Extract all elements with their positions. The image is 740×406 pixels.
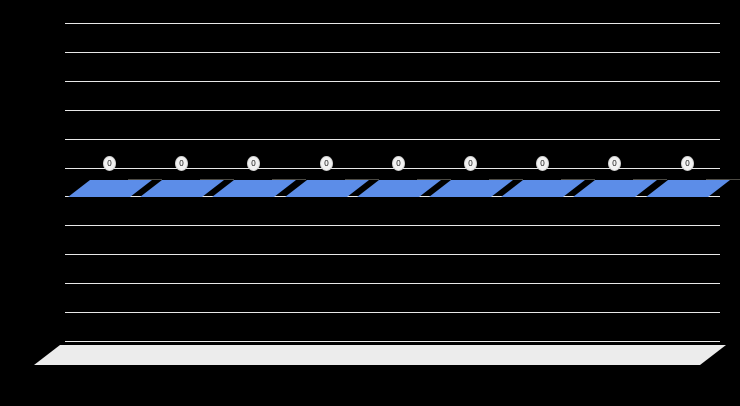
bar-data-label: 0 [176, 157, 187, 170]
bar-depth-edge [633, 179, 667, 180]
bar-data-label: 0 [393, 157, 404, 170]
bar-data-label: 0 [465, 157, 476, 170]
bar-series-1[interactable] [357, 180, 441, 197]
bar-depth-edge [128, 179, 162, 180]
bar-series-1[interactable] [429, 180, 513, 197]
bar-data-label: 0 [104, 157, 115, 170]
bar-data-label: 0 [321, 157, 332, 170]
bar-data-label: 0 [537, 157, 548, 170]
gridline [65, 110, 720, 111]
gridline [65, 23, 720, 24]
bar-series-1[interactable] [501, 180, 585, 197]
bar-depth-edge [272, 179, 306, 180]
gridline [65, 312, 720, 313]
gridline [65, 168, 720, 169]
bar-depth-edge [417, 179, 451, 180]
bar-depth-edge [489, 179, 523, 180]
bar-series-1[interactable] [68, 180, 152, 197]
bar-series-1[interactable] [212, 180, 296, 197]
bar-data-label: 0 [248, 157, 259, 170]
bar-depth-edge [561, 179, 595, 180]
bar-series-1[interactable] [140, 180, 224, 197]
chart-floor [34, 345, 726, 370]
bar-data-label: 0 [609, 157, 620, 170]
bar-depth-edge [706, 179, 740, 180]
gridline [65, 225, 720, 226]
gridline [65, 341, 720, 342]
gridline [65, 81, 720, 82]
gridline [65, 52, 720, 53]
bar-series-1[interactable] [285, 180, 369, 197]
gridline [65, 283, 720, 284]
bar-series-1[interactable] [646, 180, 730, 197]
bar-depth-edge [345, 179, 379, 180]
bar-depth-edge [200, 179, 234, 180]
gridline [65, 139, 720, 140]
gridline [65, 254, 720, 255]
bar-data-label: 0 [682, 157, 693, 170]
bar-series-1[interactable] [573, 180, 657, 197]
